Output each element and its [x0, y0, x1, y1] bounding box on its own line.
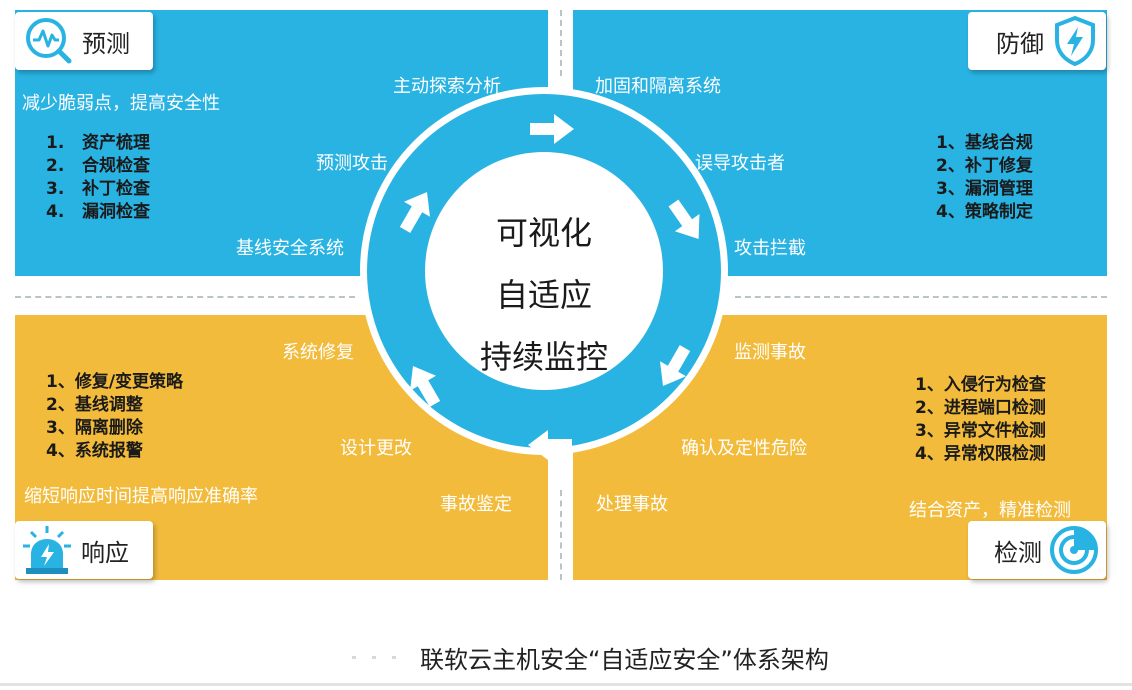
- predict-tag: 预测: [15, 12, 153, 70]
- item-number: 4.: [46, 202, 65, 222]
- ring-label-system-repair: 系统修复: [282, 342, 354, 363]
- vertical-divider-top: [560, 10, 562, 76]
- pulse-search-icon: [26, 18, 72, 64]
- arrow-down-right-icon: [668, 199, 700, 240]
- horizontal-divider-left: [15, 296, 355, 298]
- item-text: 漏洞检查: [82, 202, 150, 222]
- item-text: 系统报警: [74, 441, 143, 461]
- list-item: 3. 补丁检查: [46, 178, 150, 201]
- respond-tag: 响应: [15, 521, 153, 579]
- ring-label-baseline-system: 基线安全系统: [236, 238, 344, 259]
- predict-goal: 减少脆弱点，提高安全性: [22, 93, 220, 114]
- list-item: 1、修复/变更策略: [46, 371, 183, 394]
- item-number: 4、: [936, 202, 965, 222]
- diagram-caption: 联软云主机安全“自适应安全”体系架构: [420, 646, 829, 674]
- list-item: 2、基线调整: [46, 394, 183, 417]
- item-number: 1、: [46, 372, 75, 392]
- ring-label-mislead-attacker: 误导攻击者: [695, 153, 785, 174]
- ring-label-harden-isolate: 加固和隔离系统: [595, 76, 721, 97]
- list-item: 2、补丁修复: [936, 155, 1033, 178]
- defend-label: 防御: [996, 29, 1044, 58]
- bottom-rule: [0, 683, 1132, 686]
- list-item: 3、异常文件检测: [915, 420, 1046, 443]
- item-text: 异常文件检测: [943, 421, 1046, 441]
- item-text: 策略制定: [964, 202, 1033, 222]
- list-item: 2、进程端口检测: [915, 397, 1046, 420]
- item-number: 2、: [46, 395, 75, 415]
- list-item: 4、系统报警: [46, 440, 183, 463]
- detect-list: 1、入侵行为检查 2、进程端口检测 3、异常文件检测 4、异常权限检测: [915, 374, 1046, 466]
- arrow-down-left-icon: [660, 344, 691, 387]
- ring-label-block-attack: 攻击拦截: [734, 238, 806, 259]
- arrow-up-right-icon: [399, 191, 430, 234]
- item-number: 4、: [46, 441, 75, 461]
- predict-list: 1. 资产梳理 2. 合规检查 3. 补丁检查 4. 漏洞检查: [46, 132, 150, 224]
- list-item: 4、策略制定: [936, 201, 1033, 224]
- list-item: 1、入侵行为检查: [915, 374, 1046, 397]
- cycle-core: [425, 152, 663, 390]
- list-item: 4、异常权限检测: [915, 443, 1046, 466]
- ring-label-confirm-risk: 确认及定性危险: [681, 438, 807, 459]
- predict-label: 预测: [82, 29, 130, 58]
- ring-label-handle-incident: 处理事故: [596, 494, 668, 515]
- respond-label: 响应: [81, 538, 129, 567]
- item-text: 资产梳理: [82, 133, 150, 153]
- list-item: 2. 合规检查: [46, 155, 150, 178]
- center-line-adaptive: 自适应: [495, 276, 592, 314]
- item-text: 修复/变更策略: [74, 372, 184, 392]
- item-text: 入侵行为检查: [943, 375, 1046, 395]
- caption-artifact: [392, 656, 396, 659]
- item-number: 3.: [46, 179, 65, 199]
- respond-list: 1、修复/变更策略 2、基线调整 3、隔离删除 4、系统报警: [46, 371, 183, 463]
- list-item: 1. 资产梳理: [46, 132, 150, 155]
- item-text: 隔离删除: [74, 418, 143, 438]
- item-text: 进程端口检测: [943, 398, 1046, 418]
- item-number: 3、: [936, 179, 965, 199]
- list-item: 3、隔离删除: [46, 417, 183, 440]
- ring-label-design-change: 设计更改: [340, 438, 412, 459]
- ring-label-incident-appraisal: 事故鉴定: [440, 494, 512, 515]
- siren-icon: [23, 526, 71, 574]
- horizontal-divider-right: [735, 296, 1107, 298]
- item-number: 2.: [46, 156, 65, 176]
- item-number: 1.: [46, 133, 65, 153]
- ring-label-monitor-incident: 监测事故: [734, 342, 806, 363]
- vertical-divider-bottom: [560, 490, 562, 580]
- ring-label-predict-attack: 预测攻击: [316, 153, 388, 174]
- caption-artifact: [372, 656, 376, 659]
- item-number: 2、: [915, 398, 944, 418]
- item-number: 3、: [915, 421, 944, 441]
- item-text: 补丁修复: [964, 156, 1033, 176]
- detect-label: 检测: [994, 538, 1042, 567]
- item-text: 异常权限检测: [943, 444, 1046, 464]
- item-number: 1、: [915, 375, 944, 395]
- item-number: 4、: [915, 444, 944, 464]
- arrow-left-icon: [528, 430, 572, 460]
- arrow-right-icon: [530, 114, 574, 144]
- item-text: 基线调整: [74, 395, 143, 415]
- item-text: 基线合规: [964, 133, 1033, 153]
- list-item: 3、漏洞管理: [936, 178, 1033, 201]
- list-item: 1、基线合规: [936, 132, 1033, 155]
- defend-list: 1、基线合规 2、补丁修复 3、漏洞管理 4、策略制定: [936, 132, 1033, 224]
- shield-bolt-icon: [1055, 15, 1095, 67]
- arrow-up-left-icon: [410, 365, 441, 408]
- list-item: 4. 漏洞检查: [46, 201, 150, 224]
- defend-tag: 防御: [968, 12, 1106, 70]
- center-line-visualize: 可视化: [495, 214, 592, 252]
- ring-label-active-exploration: 主动探索分析: [393, 76, 501, 97]
- respond-goal: 缩短响应时间提高响应准确率: [24, 486, 258, 507]
- center-line-monitor: 持续监控: [479, 338, 608, 376]
- radar-icon: [1050, 526, 1098, 574]
- item-number: 2、: [936, 156, 965, 176]
- item-text: 补丁检查: [82, 179, 150, 199]
- detect-tag: 检测: [968, 521, 1106, 579]
- item-text: 合规检查: [82, 156, 150, 176]
- caption-artifact: [352, 656, 356, 659]
- item-text: 漏洞管理: [964, 179, 1033, 199]
- item-number: 3、: [46, 418, 75, 438]
- item-number: 1、: [936, 133, 965, 153]
- detect-goal: 结合资产，精准检测: [909, 500, 1071, 521]
